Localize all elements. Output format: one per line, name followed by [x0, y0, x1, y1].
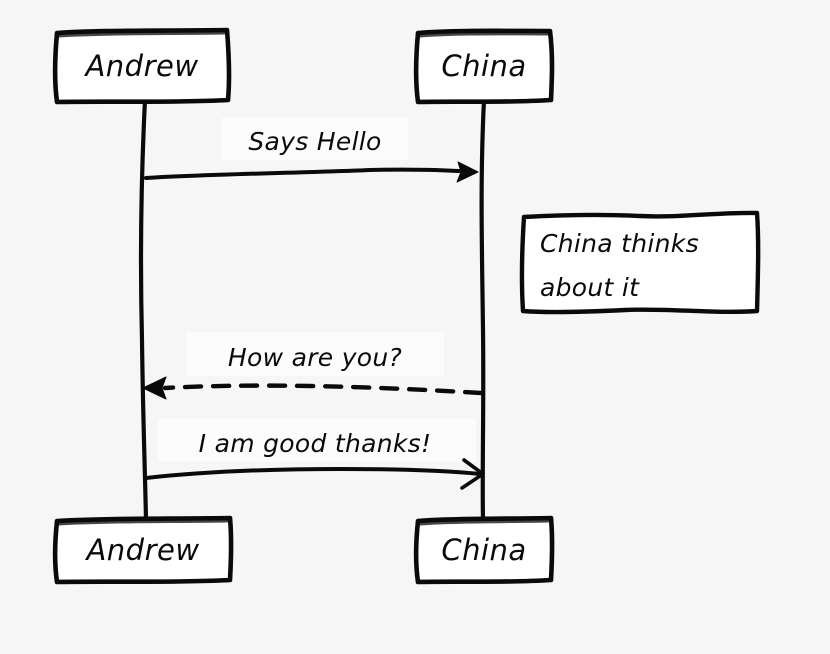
message-label-bg-3 — [158, 418, 476, 462]
arrow-head-right-3 — [460, 458, 485, 490]
participant-box-china-bottom[interactable]: China — [413, 515, 555, 585]
participant-box-andrew-bottom[interactable]: Andrew — [52, 515, 234, 585]
message-label-how-are-you: How are you? — [228, 343, 402, 372]
arrow-head-left-2 — [142, 376, 167, 400]
participant-label-china-top: China — [441, 49, 526, 83]
message-line-2 — [162, 383, 484, 396]
lifeline-andrew — [138, 97, 149, 523]
note-line-1: China thinks — [540, 229, 699, 258]
message-label-i-am-good-thanks: I am good thanks! — [199, 429, 432, 458]
note-china-thinks[interactable]: China thinks about it — [519, 210, 761, 315]
participant-box-andrew-top[interactable]: Andrew — [52, 27, 232, 105]
lifeline-china — [479, 97, 487, 523]
participant-label-andrew-bottom: Andrew — [84, 533, 199, 567]
participant-label-china-bottom: China — [441, 533, 526, 567]
arrow-head-right-1 — [456, 161, 479, 183]
message-line-1 — [144, 167, 474, 180]
message-label-says-hello: Says Hello — [248, 127, 381, 156]
message-line-3 — [144, 467, 482, 480]
message-label-bg-2 — [186, 332, 444, 376]
participant-label-andrew-top: Andrew — [83, 49, 198, 83]
participant-box-china-top[interactable]: China — [413, 28, 555, 105]
message-label-bg-1 — [222, 118, 408, 160]
note-line-2: about it — [540, 273, 640, 302]
message-how-are-you[interactable]: How are you? — [142, 332, 484, 400]
note-outline — [519, 210, 761, 315]
message-says-hello[interactable]: Says Hello — [144, 118, 479, 183]
message-i-am-good-thanks[interactable]: I am good thanks! — [144, 418, 485, 490]
